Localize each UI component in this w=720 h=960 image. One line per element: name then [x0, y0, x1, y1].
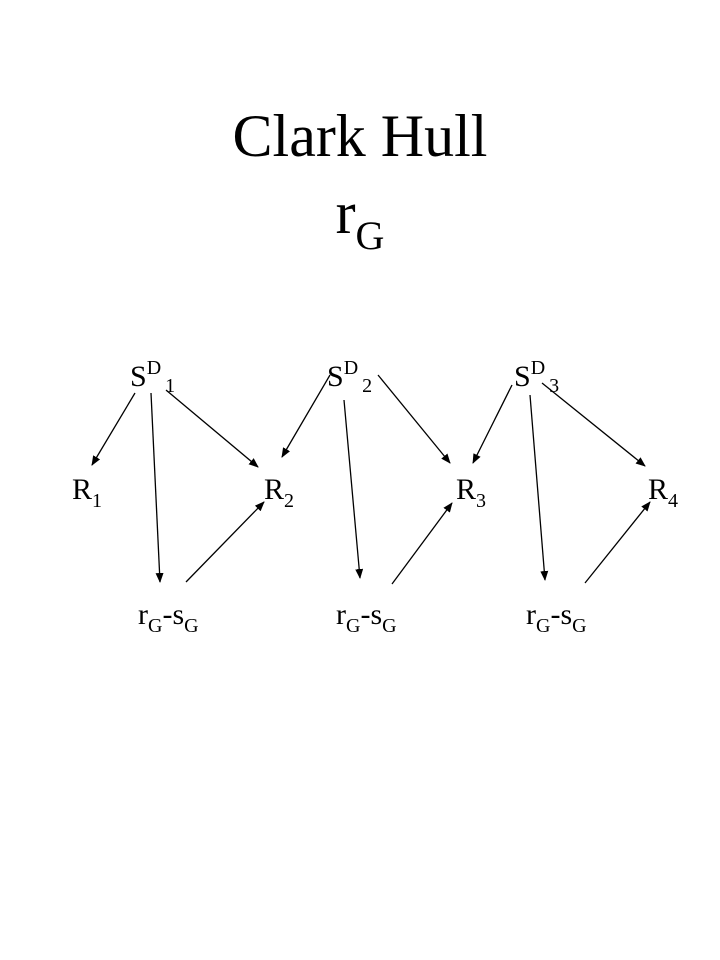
response-r1: R1	[72, 473, 103, 512]
arrow-sd3-to-goal3	[529, 394, 549, 581]
title: Clark Hull	[232, 103, 488, 169]
response-r3: R3	[456, 473, 487, 512]
title-symbol-base: r	[335, 180, 356, 246]
arrow-sd1-to-r2	[165, 389, 259, 468]
arrow-goal1-to-r2	[185, 501, 265, 583]
arrow-sd1-to-goal1	[150, 392, 164, 583]
goal-response-1: rG-sG	[138, 598, 199, 637]
stimulus-sd3: SD3	[514, 357, 560, 397]
arrow-sd1-to-r1	[91, 392, 136, 466]
arrow-goal3-to-r4	[584, 501, 651, 584]
arrow-goal2-to-r3	[391, 502, 453, 585]
arrow-sd2-to-r3	[377, 374, 451, 464]
goal-response-3: rG-sG	[526, 598, 587, 637]
title-symbol: rG	[0, 183, 720, 256]
arrow-sd2-to-goal2	[343, 399, 364, 579]
response-r2: R2	[264, 473, 295, 512]
arrow-sd3-to-r4	[541, 382, 646, 467]
arrow-sd2-to-r2	[281, 374, 331, 458]
stimulus-sd2: SD2	[327, 357, 373, 397]
response-r4: R4	[648, 473, 679, 512]
title-symbol-subscript: G	[355, 213, 385, 258]
stimulus-sd1: SD1	[130, 357, 176, 397]
goal-response-2: rG-sG	[336, 598, 397, 637]
arrow-sd3-to-r3	[472, 384, 513, 464]
